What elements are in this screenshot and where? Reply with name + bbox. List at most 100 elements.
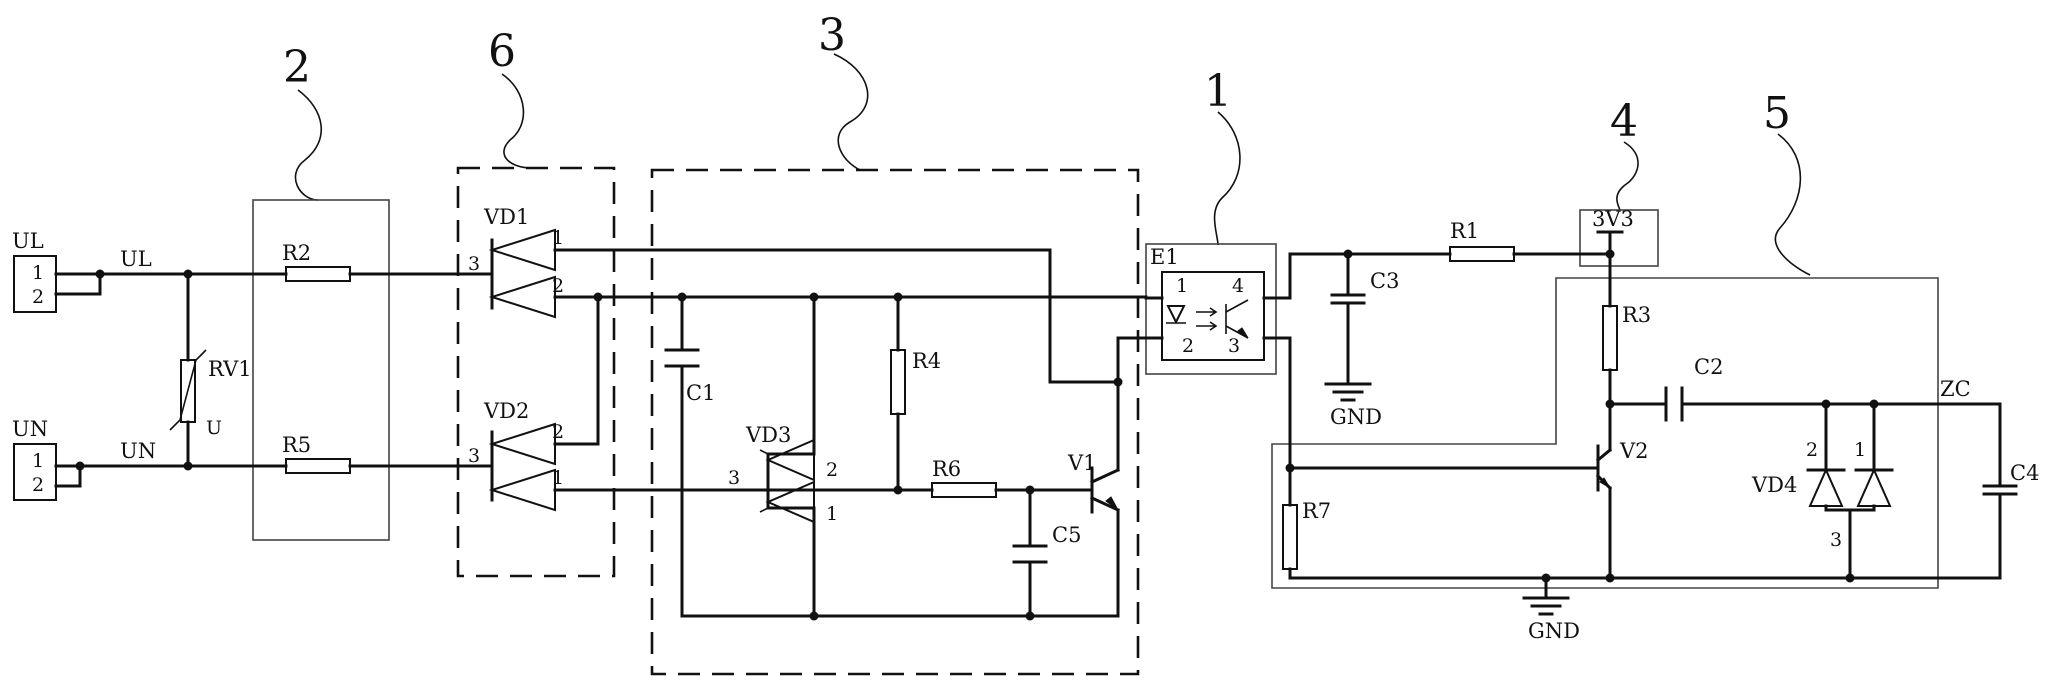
diode-vd1-upper-triangle xyxy=(488,228,556,272)
transistor-v1-emitter-lead xyxy=(1090,496,1120,512)
junction-ul xyxy=(95,269,105,279)
diode-vd4-pin3: 3 xyxy=(1830,529,1842,551)
transistor-v2-label: V2 xyxy=(1619,439,1649,463)
resistor-r4-label: R4 xyxy=(912,349,941,373)
diode-vd3-pin1: 1 xyxy=(826,503,838,525)
junction-r7 xyxy=(1285,463,1295,473)
diode-pair-vd1: VD1 3 1 2 xyxy=(468,205,564,319)
module-2-box xyxy=(252,199,390,541)
callout-4-leader xyxy=(1616,141,1639,211)
module-3-box xyxy=(650,168,1140,676)
wire-v1-collector xyxy=(1116,336,1164,472)
capacitor-c2-label: C2 xyxy=(1694,355,1723,379)
terminal-ul-pin2: 2 xyxy=(32,286,44,308)
diode-vd2-pin3: 3 xyxy=(468,445,480,467)
resistor-r6 xyxy=(931,482,997,498)
capacitors: C1 C5 C3 C2 C4 xyxy=(664,269,2039,564)
junction-c5 xyxy=(1025,485,1035,495)
wire-vd2-pin2 xyxy=(553,295,600,446)
varistor-rv1-tag: U xyxy=(206,417,222,439)
ground-symbol-2: GND xyxy=(1522,596,1580,643)
wire-vd1-pin1 xyxy=(553,248,1120,384)
diode-vd4-left-triangle xyxy=(1808,467,1844,507)
transistor-v2: V2 xyxy=(1595,439,1649,492)
junction-un xyxy=(75,461,85,471)
wires xyxy=(54,230,2002,618)
module-boxes xyxy=(252,166,1939,676)
diode-vd2-pin1: 1 xyxy=(552,467,564,489)
diode-vd1-pin1: 1 xyxy=(552,227,564,249)
callout-5-leader xyxy=(1774,133,1811,276)
junction-c1 xyxy=(677,292,687,302)
wire-positive-rail xyxy=(553,295,1164,300)
net-ul-label: UL xyxy=(120,247,152,271)
diode-vd1-lower-triangle xyxy=(488,275,556,319)
diode-vd3-label: VD3 xyxy=(745,423,791,447)
resistor-r7 xyxy=(1282,504,1298,570)
capacitor-c3-label: C3 xyxy=(1370,269,1399,293)
diode-vd2-pin2: 2 xyxy=(552,421,564,443)
capacitor-c1-label: C1 xyxy=(686,381,715,405)
diode-pair-vd2: VD2 3 2 1 xyxy=(468,399,564,512)
wire-un-jumper xyxy=(54,464,82,488)
ground-1-label: GND xyxy=(1330,405,1382,429)
callout-6-leader xyxy=(501,73,533,169)
optocoupler-e1: E1 1 2 3 4 xyxy=(1150,245,1265,361)
callout-4: 4 xyxy=(1610,96,1638,147)
optocoupler-e1-pin3: 3 xyxy=(1228,335,1240,357)
junctions xyxy=(75,249,1879,621)
diode-vd1-pin3: 3 xyxy=(468,253,480,275)
terminal-ul-body xyxy=(13,255,57,313)
module-5-box xyxy=(1271,277,1939,589)
diode-vd3-pin2: 2 xyxy=(826,459,838,481)
capacitor-c5-label: C5 xyxy=(1052,523,1081,547)
optocoupler-e1-pin4: 4 xyxy=(1232,275,1244,297)
optocoupler-e1-arrow-icon-2 xyxy=(1196,321,1218,331)
junction-positive xyxy=(593,292,603,302)
resistor-r3 xyxy=(1602,305,1618,371)
diode-vd2-upper-triangle xyxy=(488,422,556,466)
junction-c3 xyxy=(1343,249,1353,259)
diode-vd3-pin3: 3 xyxy=(728,467,740,489)
net-zc-label: ZC xyxy=(1940,377,1971,401)
junction-vd4-3 xyxy=(1845,573,1855,583)
junction-return-c5 xyxy=(1025,611,1035,621)
resistor-r5-label: R5 xyxy=(282,433,311,457)
zener-vd3-upper-triangle xyxy=(765,438,815,482)
resistor-r2-label: R2 xyxy=(282,241,311,265)
optocoupler-e1-pin2: 2 xyxy=(1182,335,1194,357)
junction-v2-emitter xyxy=(1605,573,1615,583)
varistor-rv1-slash xyxy=(169,349,207,431)
junction-vd4-2 xyxy=(1821,399,1831,409)
module-4-box xyxy=(1579,209,1659,267)
diode-vd4-right-triangle xyxy=(1856,467,1892,507)
terminal-ul-pin1: 1 xyxy=(32,262,44,284)
junction-gnd xyxy=(1541,573,1551,583)
callout-3-leader xyxy=(833,53,869,171)
diode-vd4-pin2: 2 xyxy=(1806,439,1818,461)
ground-2-label: GND xyxy=(1528,619,1580,643)
terminal-un-pin1: 1 xyxy=(32,450,44,472)
diode-vd1-pin2: 2 xyxy=(552,275,564,297)
diode-vd4-pin1: 1 xyxy=(1854,439,1866,461)
supply-3v3: 3V3 xyxy=(1592,207,1634,234)
wire-ul-jumper xyxy=(54,272,102,296)
diode-vd1-label: VD1 xyxy=(483,205,529,229)
resistor-r6-label: R6 xyxy=(932,457,961,481)
resistor-r1 xyxy=(1449,246,1515,262)
junction-r4 xyxy=(893,292,903,302)
junction-rv1-top xyxy=(183,269,193,279)
diode-vd2-label: VD2 xyxy=(483,399,529,423)
module-1-box xyxy=(1145,243,1277,375)
junction-r4-r6 xyxy=(893,485,903,495)
callout-2-leader xyxy=(294,89,322,201)
optocoupler-e1-collector xyxy=(1225,299,1249,313)
varistor-rv1: RV1 U xyxy=(169,349,252,439)
terminal-un-pin2: 2 xyxy=(32,474,44,496)
diode-vd2-lower-triangle xyxy=(488,468,556,512)
junction-3v3 xyxy=(1605,249,1615,259)
terminal-ul: UL 1 2 xyxy=(12,229,57,313)
net-un-label: UN xyxy=(120,439,156,463)
transistor-v2-collector-lead xyxy=(1595,447,1613,463)
transistor-v1-arrow xyxy=(1105,496,1119,511)
